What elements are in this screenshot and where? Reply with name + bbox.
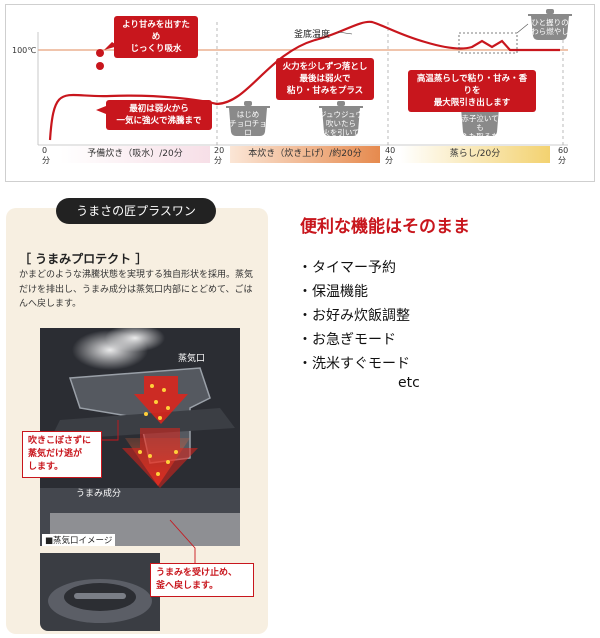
feature-item-wash-rice: ・洗米すぐモード xyxy=(298,356,410,372)
pointer-boil xyxy=(96,106,106,114)
image-caption: ■蒸気口イメージ xyxy=(42,534,116,546)
note-steam-escape: 吹きこぼさずに 蒸気だけ逃が します。 xyxy=(22,431,102,478)
pot-shapes xyxy=(226,9,572,136)
pot-label-hito: ひと握りの わら燃やし xyxy=(531,18,569,36)
tick-0: 0 分 xyxy=(42,146,50,165)
phase-steam: 蒸らし/20分 xyxy=(400,146,550,163)
pot-label-jugu: ジュウジュウ 吹いたら 火を引いて xyxy=(319,110,363,137)
features-list: ・タイマー予約 ・保温機能 ・お好み炊飯調整 ・お急ぎモード ・洗米すぐモード xyxy=(298,256,410,376)
steam-port-closeup xyxy=(40,553,160,631)
steam-port-photo xyxy=(40,328,240,546)
highlight-box xyxy=(458,32,518,54)
soak-dot-1 xyxy=(96,49,104,57)
callout-steam: 高温蒸らしで粘り・甘み・香りを 最大限引き出します xyxy=(408,70,536,112)
curve-label: 釜底温度 xyxy=(294,30,331,40)
umami-protect-title: ［ うまみプロテクト ］ xyxy=(19,252,148,266)
feature-item-quick: ・お急ぎモード xyxy=(298,332,396,348)
steam-port-illustration xyxy=(40,328,240,546)
umami-component-label: うまみ成分 xyxy=(76,489,122,499)
feature-item-timer: ・タイマー予約 xyxy=(298,260,396,276)
note-umami-return: うまみを受け止め、 釜へ戻します。 xyxy=(150,563,254,597)
cooking-chart-frame xyxy=(5,4,595,182)
panel-badge: うまさの匠プラスワン xyxy=(56,198,216,224)
note-connectors xyxy=(102,420,196,563)
cooking-chart-svg xyxy=(37,9,572,146)
temperature-curve xyxy=(48,20,560,141)
feature-item-keep-warm: ・保温機能 xyxy=(298,284,368,300)
callout-soak: より甘みを出すため じっくり吸水 xyxy=(114,16,198,58)
callout-fire: 火力を少しずつ落とし 最後は弱火で 粘り・甘みをプラス xyxy=(276,58,374,100)
feature-item-custom-cook: ・お好み炊飯調整 xyxy=(298,308,410,324)
y-axis-label: 100℃ xyxy=(12,46,37,55)
pot-label-akago: 赤子泣いても ふた取るな xyxy=(461,114,499,141)
tick-40: 40 分 xyxy=(385,146,396,165)
leader-hito xyxy=(516,23,529,34)
umami-protect-description: かまどのような沸騰状態を実現する独自形状を採用。蒸気だけを排出し、うまみ成分は蒸… xyxy=(19,270,254,309)
callout-boil: 最初は弱火から 一気に強火で沸騰まで xyxy=(106,100,212,130)
tick-20: 20 分 xyxy=(214,146,225,165)
steam-port-closeup-illustration xyxy=(48,579,152,623)
pot-label-hajime: はじめ チョロチョロ なかパッパ xyxy=(229,110,267,146)
tick-60: 60 分 xyxy=(558,146,569,165)
features-title: 便利な機能はそのまま xyxy=(300,217,470,237)
phase-main: 本炊き（炊き上げ）/約20分 xyxy=(230,146,380,163)
features-etc: etc xyxy=(398,375,420,391)
phase-prep: 予備炊き（吸水）/20分 xyxy=(60,146,210,163)
leader-curve-label xyxy=(337,31,353,35)
soak-dot-2 xyxy=(96,62,104,70)
steam-port-label: 蒸気口 xyxy=(178,354,206,364)
